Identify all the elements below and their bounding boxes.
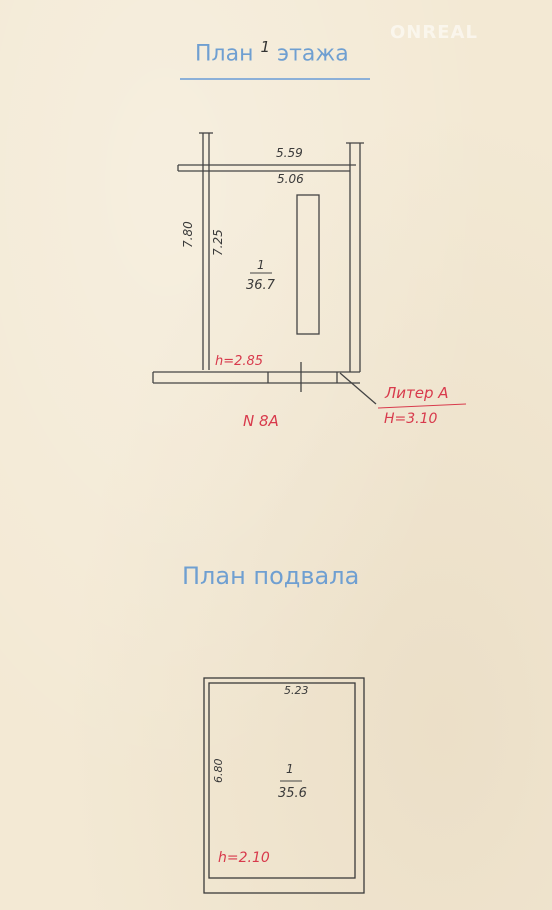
watermark: ONREAL: [390, 22, 478, 43]
ceiling-height-basement: h=2.10: [218, 850, 270, 866]
dim-outer-width: 5.59: [276, 146, 303, 160]
floor-number: 1: [260, 38, 271, 56]
building-number: N 8A: [243, 412, 279, 430]
room-area-basement: 35.6: [278, 786, 307, 801]
floor-plan-title-prefix: План: [195, 41, 261, 67]
floor-plan-title: План 1 этажа: [195, 38, 349, 66]
floor-plan-walls: [152, 132, 377, 405]
dim-inner-height: 7.25: [211, 229, 225, 256]
litera-height: H=3.10: [384, 411, 438, 427]
room-area-floor: 36.7: [246, 278, 275, 293]
basement-dim-height: 6.80: [212, 758, 225, 784]
dim-outer-height: 7.80: [181, 221, 195, 248]
basement-dim-width: 5.23: [284, 684, 309, 697]
room-number-floor: 1: [257, 258, 265, 272]
basement-plan-walls: [203, 677, 365, 894]
room-number-basement: 1: [286, 762, 294, 776]
floor-plan-title-suffix: этажа: [270, 41, 349, 67]
ceiling-height-floor: h=2.85: [215, 354, 264, 369]
title-underline: [180, 78, 370, 80]
dim-inner-width: 5.06: [277, 172, 304, 186]
litera-label: Литер А: [385, 384, 449, 402]
basement-plan-title: План подвала: [182, 562, 360, 590]
litera-underline: [377, 403, 467, 409]
